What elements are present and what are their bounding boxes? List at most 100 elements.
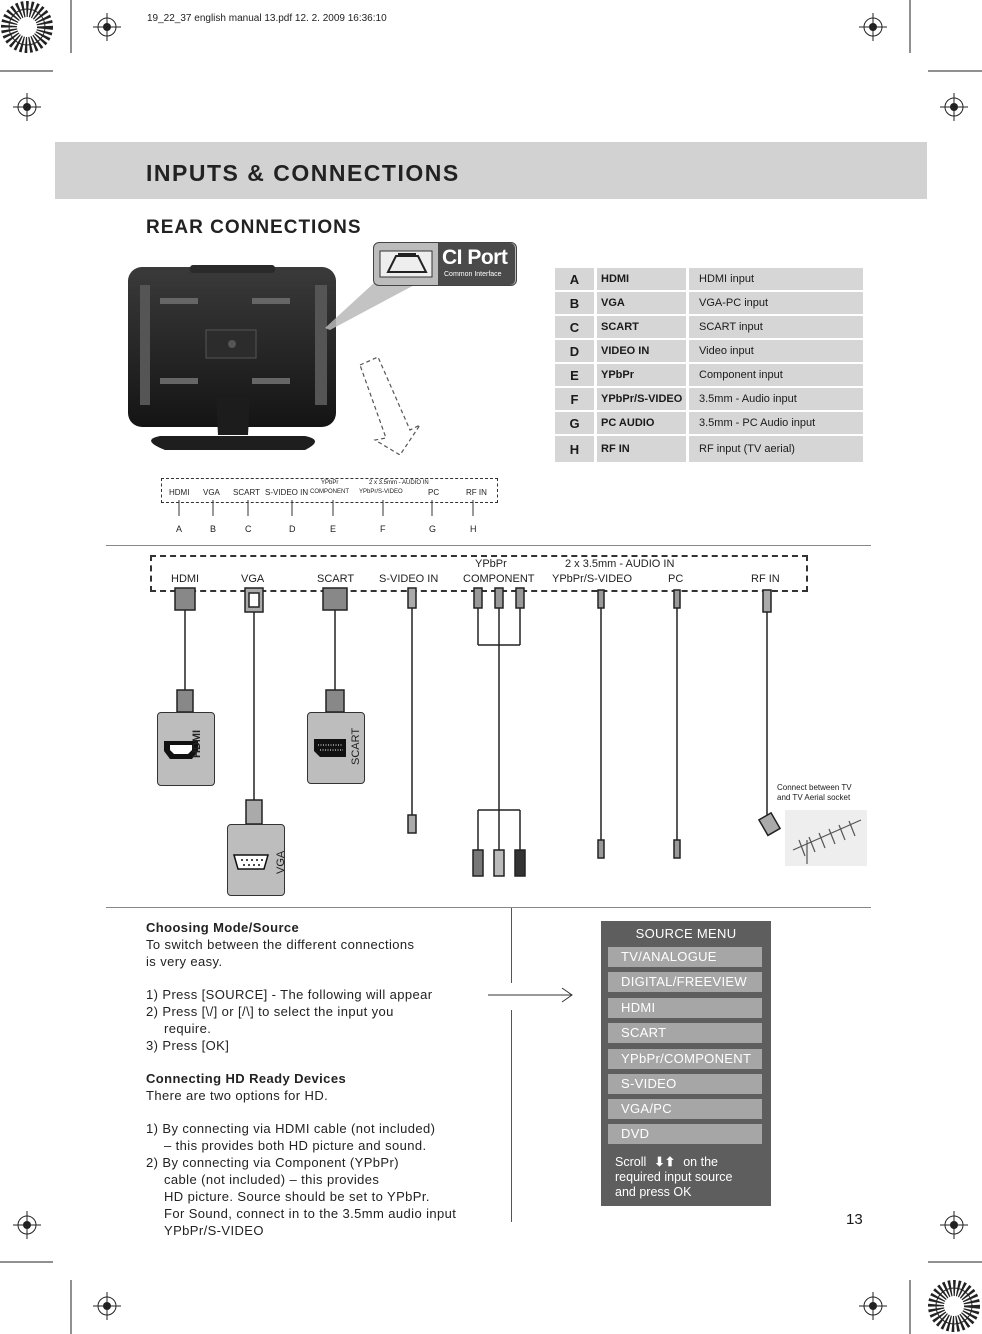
vga-port-icon [233, 854, 269, 870]
source-menu-title: SOURCE MENU [635, 926, 737, 941]
row-letter: D [555, 340, 594, 362]
starburst-icon [1, 1, 53, 53]
big-label: YPbPr/S-VIDEO [552, 573, 633, 585]
choosing-step: 1) Press [SOURCE] - The following will a… [146, 987, 433, 1002]
section-title: REAR CONNECTIONS [146, 217, 362, 238]
row-letter: G [555, 412, 594, 434]
row-description: 3.5mm - PC Audio input [689, 412, 863, 434]
row-name: SCART [597, 316, 686, 338]
ci-port-title: CI Port [442, 246, 508, 269]
hd-line: cable (not included) – this provides [164, 1172, 380, 1187]
small-letter: H [470, 524, 477, 534]
small-ypbpr-label: YPbPr [321, 480, 339, 486]
hd-heading: Connecting HD Ready Devices [146, 1071, 347, 1086]
vga-device-label: VGA [275, 850, 287, 874]
menu-item-scart[interactable]: SCART [608, 1023, 762, 1043]
row-letter: A [555, 268, 594, 290]
table-row: D VIDEO IN Video input [555, 340, 868, 364]
scart-port-icon [314, 739, 346, 757]
aerial-note: Connect between TV and TV Aerial socket [777, 783, 852, 803]
hdmi-device: HDMI [157, 712, 215, 786]
big-label: VGA [241, 573, 265, 585]
choosing-heading: Choosing Mode/Source [146, 920, 300, 935]
small-label: SCART [233, 488, 260, 497]
scroll-arrows-icon: ⬇⬆ [654, 1155, 676, 1169]
small-audio-label: 2 x 3.5mm - AUDIO IN [369, 480, 429, 486]
hd-line: 1) By connecting via HDMI cable (not inc… [146, 1121, 436, 1136]
small-letter: D [289, 524, 296, 534]
page-title: INPUTS & CONNECTIONS [146, 160, 460, 186]
row-name: HDMI [597, 268, 686, 290]
connections-table: A HDMI HDMI input B VGA VGA-PC input C S… [555, 268, 868, 464]
small-label: HDMI [169, 488, 190, 497]
aerial-icon [785, 810, 867, 866]
footer-line: required input source [615, 1170, 733, 1184]
ci-slot-icon [379, 250, 433, 278]
hdmi-device-label: HDMI [191, 729, 203, 758]
table-row: C SCART SCART input [555, 316, 868, 340]
small-label: YPbPr/S-VIDEO [359, 489, 403, 495]
row-description: HDMI input [689, 268, 863, 290]
row-description: 3.5mm - Audio input [689, 388, 863, 410]
hdmi-port-icon [164, 741, 198, 759]
row-name: PC AUDIO [597, 412, 686, 434]
footer-line: and press OK [615, 1185, 692, 1199]
hd-line: – this provides both HD picture and soun… [164, 1138, 427, 1153]
choosing-step: require. [164, 1021, 212, 1036]
menu-item-vga-pc[interactable]: VGA/PC [608, 1099, 762, 1119]
footer-scroll: Scroll [615, 1155, 647, 1169]
menu-item-hdmi[interactable]: HDMI [608, 998, 762, 1018]
big-audio-label: 2 x 3.5mm - AUDIO IN [565, 558, 675, 570]
row-letter: B [555, 292, 594, 314]
hd-line: For Sound, connect in to the 3.5mm audio… [164, 1206, 457, 1221]
small-letter: F [380, 524, 386, 534]
table-row: G PC AUDIO 3.5mm - PC Audio input [555, 412, 868, 436]
text-divider [511, 1010, 512, 1222]
row-description: Component input [689, 364, 863, 386]
arrow-right-icon [488, 987, 573, 1003]
menu-item-dvd[interactable]: DVD [608, 1124, 762, 1144]
page-number: 13 [846, 1211, 863, 1228]
row-name: YPbPr/S-VIDEO [597, 388, 686, 410]
vga-device: VGA [227, 824, 287, 896]
small-label: VGA [203, 488, 220, 497]
small-panel-leaders [178, 500, 474, 516]
scart-device: SCART [307, 712, 365, 784]
row-letter: E [555, 364, 594, 386]
ci-port-subtitle: Common Interface [444, 271, 502, 278]
small-letter: A [176, 524, 183, 534]
menu-item-tv-analogue[interactable]: TV/ANALOGUE [608, 947, 762, 967]
table-row: E YPbPr Component input [555, 364, 868, 388]
divider [106, 545, 871, 546]
source-menu: SOURCE MENU TV/ANALOGUE DIGITAL/FREEVIEW… [601, 921, 771, 1206]
big-label: RF IN [751, 573, 780, 585]
row-letter: F [555, 388, 594, 410]
row-name: YPbPr [597, 364, 686, 386]
scart-device-label: SCART [350, 727, 362, 765]
header-band [55, 142, 927, 199]
row-name: RF IN [597, 436, 686, 462]
menu-item-s-video[interactable]: S-VIDEO [608, 1074, 762, 1094]
big-label: COMPONENT [463, 573, 535, 585]
ci-port-badge: CI Port Common Interface [373, 242, 517, 286]
cable-diagram [174, 587, 782, 877]
small-letter: B [210, 524, 217, 534]
row-description: VGA-PC input [689, 292, 863, 314]
choosing-step: 2) Press [\/] or [/\] to select the inpu… [146, 1004, 394, 1019]
small-label: RF IN [466, 488, 487, 497]
big-label: HDMI [171, 573, 200, 585]
divider [106, 907, 871, 908]
table-row: A HDMI HDMI input [555, 268, 868, 292]
hd-line: HD picture. Source should be set to YPbP… [164, 1189, 430, 1204]
menu-item-digital-freeview[interactable]: DIGITAL/FREEVIEW [608, 972, 762, 992]
menu-item-ypbpr-component[interactable]: YPbPr/COMPONENT [608, 1049, 762, 1069]
hd-line: YPbPr/S-VIDEO [164, 1223, 264, 1238]
table-row: F YPbPr/S-VIDEO 3.5mm - Audio input [555, 388, 868, 412]
small-label: COMPONENT [310, 489, 349, 495]
source-menu-footer: Scroll ⬇⬆ on the required input source a… [615, 1155, 765, 1200]
small-letter: G [429, 524, 437, 534]
small-label: PC [428, 488, 440, 497]
row-letter: C [555, 316, 594, 338]
small-port-panel [161, 478, 498, 503]
